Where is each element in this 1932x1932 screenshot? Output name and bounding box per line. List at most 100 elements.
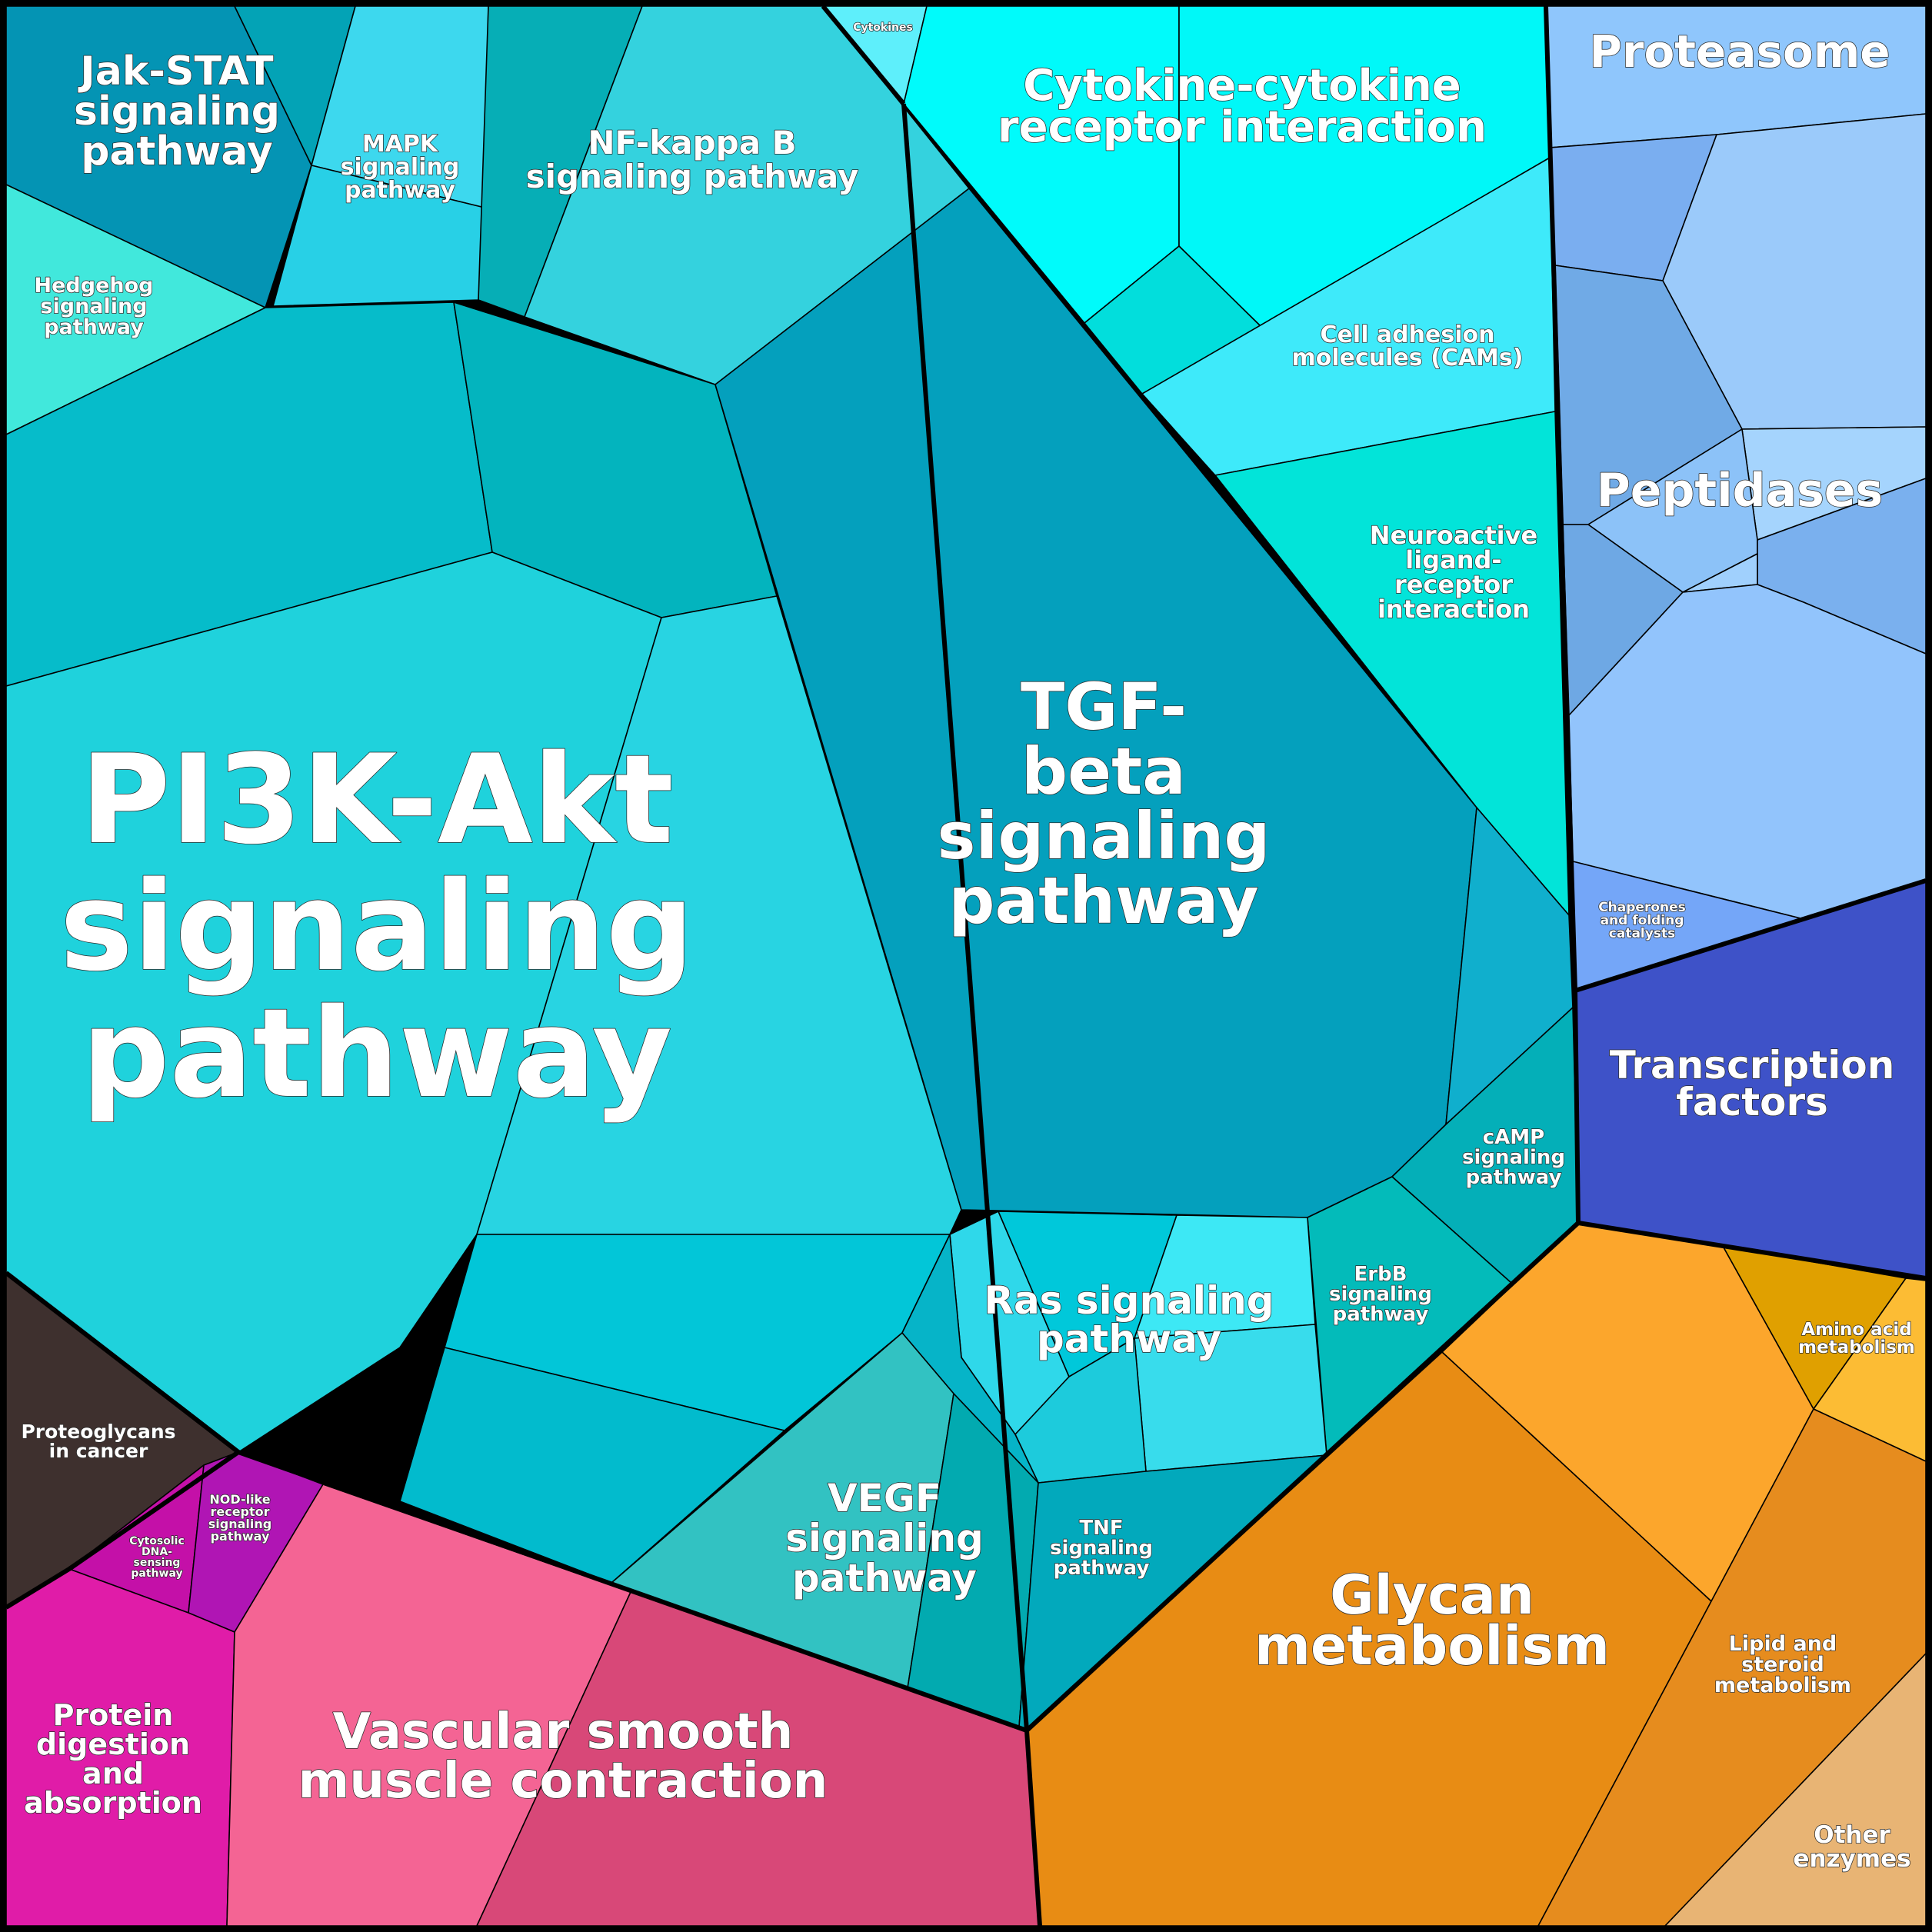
label-ras-line: pathway	[1037, 1317, 1221, 1361]
label-transcription-line: factors	[1676, 1080, 1828, 1124]
label-tnf-line: TNF	[1079, 1517, 1123, 1540]
label-proteasome-line: Proteasome	[1589, 25, 1890, 78]
label-lipid-line: steroid	[1741, 1653, 1824, 1677]
label-proteoglycans-line: Proteoglycans	[21, 1421, 175, 1443]
label-cytosolic-line: DNA-	[142, 1546, 172, 1558]
label-pi3k-line: signaling	[60, 854, 695, 998]
label-nod-line: receptor	[210, 1504, 269, 1519]
label-chaperones-line: Chaperones	[1598, 900, 1686, 915]
label-camp-line: pathway	[1466, 1166, 1562, 1189]
label-vegf-line: VEGF	[828, 1476, 941, 1521]
label-ccri-line: receptor interaction	[998, 102, 1487, 152]
label-neuro-line: Neuroactive	[1370, 521, 1537, 550]
label-cams-line: Cell adhesion	[1321, 321, 1495, 348]
label-nod-line: NOD-like	[209, 1492, 270, 1507]
label-mapk-line: MAPK	[362, 131, 439, 158]
label-pi3k-line: PI3K-Akt	[80, 728, 673, 871]
label-lipid-line: metabolism	[1714, 1674, 1851, 1697]
label-protein-line: and	[82, 1757, 144, 1790]
label-protein-line: absorption	[24, 1786, 202, 1820]
label-hedgehog-line: Hedgehog	[35, 274, 154, 298]
label-lipid-line: Lipid and	[1729, 1632, 1837, 1656]
label-ccri-line: Cytokine-cytokine	[1023, 61, 1461, 111]
label-tgf-line: beta	[1021, 734, 1186, 809]
cells	[5, 5, 1927, 1927]
label-chaperones-line: and folding	[1601, 913, 1684, 928]
label-proteasome: Proteasome	[1589, 25, 1890, 78]
label-amino-line: Amino acid	[1801, 1320, 1911, 1340]
label-transcription-line: Transcription	[1610, 1043, 1895, 1088]
label-ras-line: Ras signaling	[984, 1278, 1274, 1323]
label-erbb-line: ErbB	[1354, 1263, 1407, 1286]
label-nod-line: signaling	[208, 1517, 271, 1531]
label-hedgehog-line: signaling	[40, 295, 147, 318]
label-neuro-line: ligand-	[1405, 545, 1501, 575]
label-hedgehog-line: pathway	[44, 315, 144, 339]
label-mapk-line: pathway	[345, 177, 455, 204]
label-mapk-line: signaling	[341, 154, 460, 181]
label-erbb-line: pathway	[1333, 1303, 1429, 1326]
label-glycan-line: Glycan	[1330, 1564, 1534, 1627]
label-nod-line: pathway	[211, 1529, 270, 1544]
border-transcription-top	[1574, 878, 1927, 993]
label-nfkb-line: NF-kappa B	[588, 124, 796, 162]
label-glycan-line: metabolism	[1254, 1614, 1610, 1677]
label-neuro-line: interaction	[1377, 595, 1530, 624]
label-neuro-line: receptor	[1394, 570, 1513, 599]
label-vegf-line: pathway	[792, 1556, 977, 1601]
label-protein-line: Protein	[53, 1698, 174, 1732]
border-signaling-right	[901, 103, 1029, 1731]
label-tgf-line: TGF-	[1021, 669, 1187, 744]
cell-pi3k-right[interactable]	[476, 595, 962, 1235]
label-cytosolic-line: sensing	[134, 1557, 181, 1569]
label-cytosolic-line: pathway	[131, 1567, 182, 1580]
label-vascular-line: muscle contraction	[298, 1753, 828, 1810]
label-erbb-line: signaling	[1329, 1283, 1432, 1306]
label-tnf-line: signaling	[1050, 1537, 1153, 1560]
label-tgf-line: pathway	[948, 863, 1258, 938]
label-cytosolic-line: Cytosolic	[129, 1535, 185, 1547]
border-ccri	[821, 5, 906, 105]
label-peptidases: Peptidases	[1597, 464, 1883, 518]
label-vegf-line: signaling	[785, 1516, 984, 1561]
label-chaperones-line: catalysts	[1609, 926, 1675, 941]
label-pi3k-line: pathway	[82, 981, 672, 1125]
border-protein-digestion	[5, 1450, 240, 1610]
label-vascular-line: Vascular smooth	[333, 1704, 794, 1760]
label-peptidases-line: Peptidases	[1597, 464, 1883, 518]
label-other-line: Other	[1814, 1821, 1890, 1849]
cell-pi3k-band[interactable]	[444, 1234, 951, 1431]
label-camp-line: cAMP	[1483, 1126, 1544, 1149]
label-amino-line: metabolism	[1798, 1337, 1915, 1357]
label-cytokines-line: Cytokines	[853, 22, 913, 34]
label-other-line: enzymes	[1793, 1845, 1910, 1873]
border-transcription-bottom	[1577, 1221, 1927, 1281]
label-jak-line: signaling	[74, 88, 280, 135]
label-nfkb-line: signaling pathway	[526, 158, 859, 195]
